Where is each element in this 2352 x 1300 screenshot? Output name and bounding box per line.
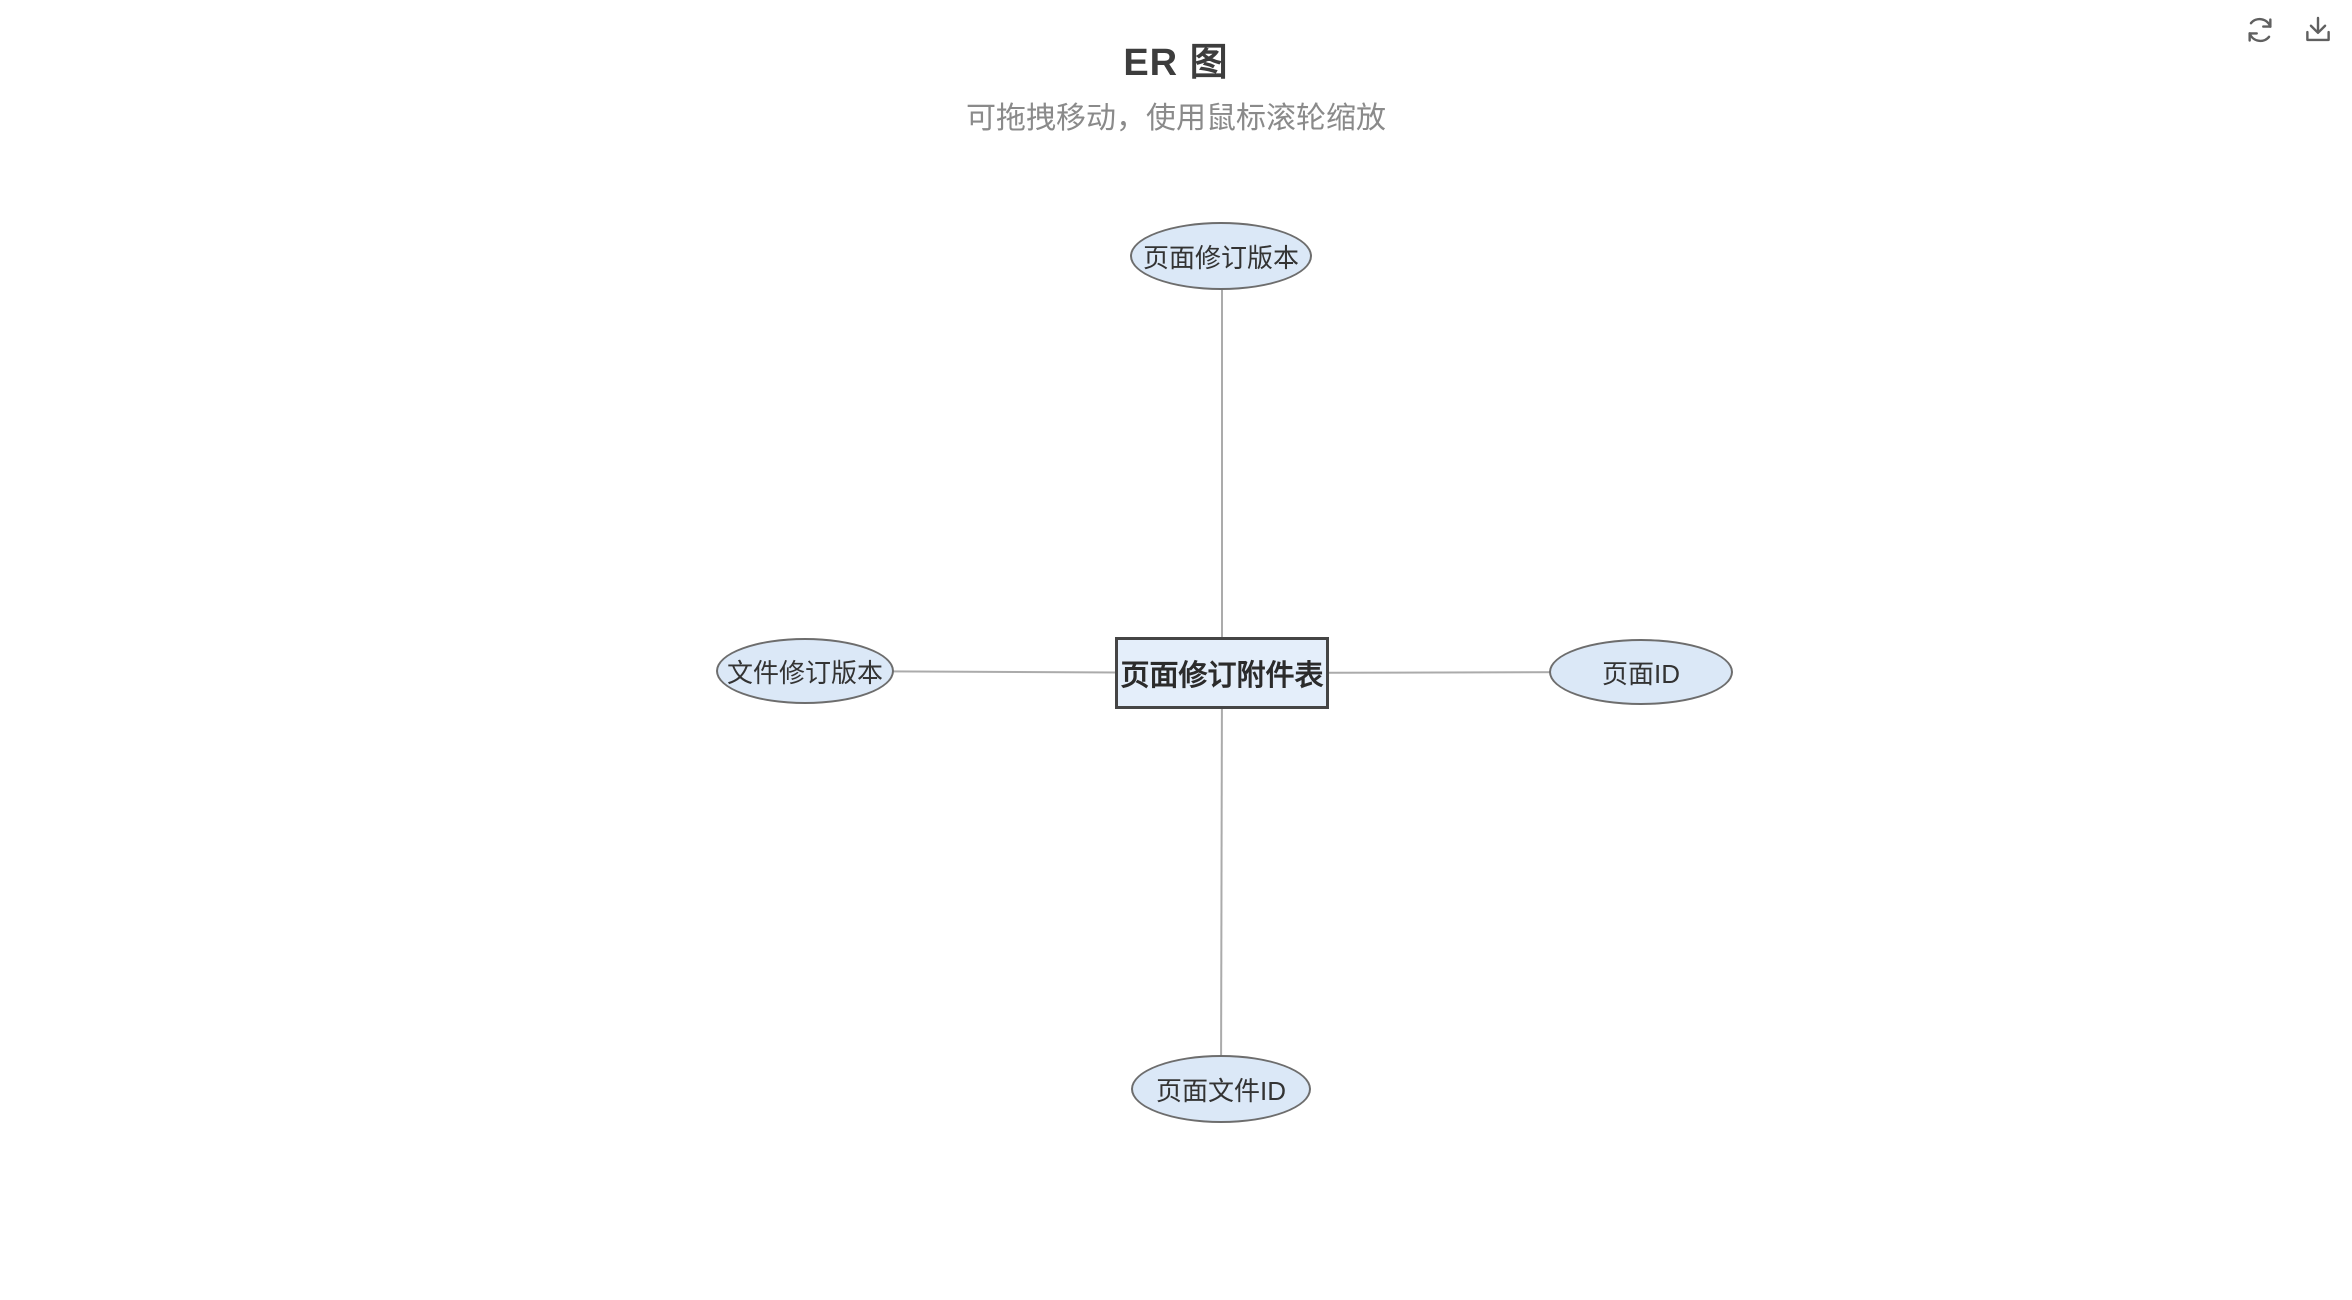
entity-label: 页面修订附件表	[1120, 660, 1324, 692]
attribute-node-right[interactable]: 页面ID	[1549, 639, 1733, 705]
attribute-node-top[interactable]: 页面修订版本	[1130, 222, 1312, 290]
download-icon	[2306, 16, 2330, 42]
attribute-node-left[interactable]: 文件修订版本	[716, 638, 894, 704]
entity-node-page-revision-attachment[interactable]: 页面修订附件表	[1115, 637, 1329, 709]
toolbar	[2242, 12, 2336, 48]
refresh-button[interactable]	[2242, 12, 2278, 48]
attribute-label: 文件修订版本	[726, 657, 883, 688]
attribute-node-bottom[interactable]: 页面文件ID	[1131, 1055, 1311, 1123]
refresh-icon	[2248, 17, 2272, 43]
attribute-label: 页面修订版本	[1142, 242, 1299, 273]
download-button[interactable]	[2300, 12, 2336, 48]
attribute-label: 页面ID	[1601, 658, 1680, 689]
attribute-label: 页面文件ID	[1155, 1075, 1286, 1106]
